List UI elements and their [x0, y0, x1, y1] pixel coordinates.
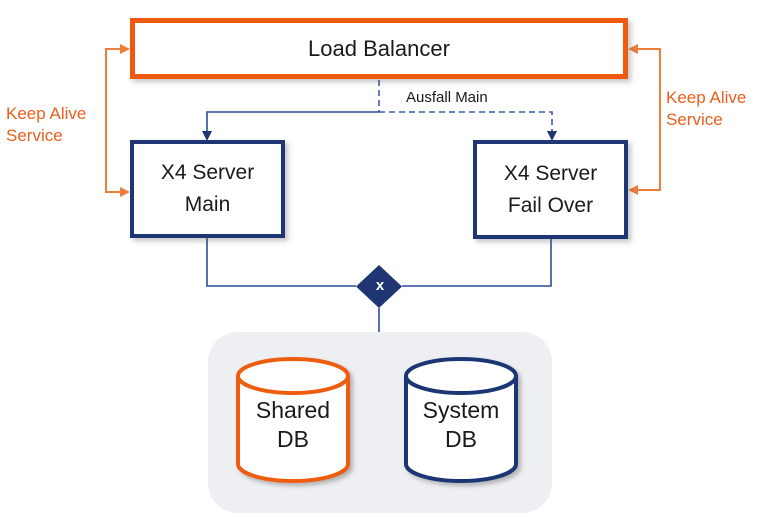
system-db-cylinder [404, 357, 518, 483]
ausfall-main-label: Ausfall Main [406, 89, 488, 106]
server-main-box: X4 Server Main [130, 140, 285, 238]
load-balancer-box: Load Balancer [130, 18, 628, 79]
keep-alive-right-line [631, 48, 661, 191]
junction-diamond [356, 265, 402, 308]
load-balancer-label: Load Balancer [308, 35, 450, 61]
shared-db-cylinder [236, 357, 350, 483]
lb-to-failover-dashed-line [379, 111, 553, 133]
failover-to-junction-line [402, 239, 552, 287]
keep-alive-right-bottom-arrow-icon [628, 185, 638, 195]
server-failover-label: X4 Server Fail Over [503, 161, 598, 217]
server-failover-box: X4 Server Fail Over [473, 140, 628, 239]
keep-alive-right-top-arrow-icon [628, 44, 638, 54]
shared-db-label: Shared DB [255, 397, 331, 452]
server-main-label: X4 Server Main [160, 161, 255, 216]
system-db-label: System DB [422, 397, 500, 452]
keep-alive-service-right-label: Keep Alive Service [666, 88, 747, 129]
keep-alive-left-bottom-arrow-icon [120, 187, 130, 197]
junction-x-label: x [375, 277, 385, 294]
main-to-junction-line [206, 238, 356, 287]
lb-to-main-arrow-icon [202, 131, 212, 141]
keep-alive-left-line [105, 48, 127, 193]
keep-alive-left-top-arrow-icon [120, 44, 130, 54]
lb-to-failover-arrow-icon [547, 131, 557, 141]
keep-alive-service-left-label: Keep Alive Service [6, 104, 87, 145]
lb-to-main-line [206, 111, 379, 133]
